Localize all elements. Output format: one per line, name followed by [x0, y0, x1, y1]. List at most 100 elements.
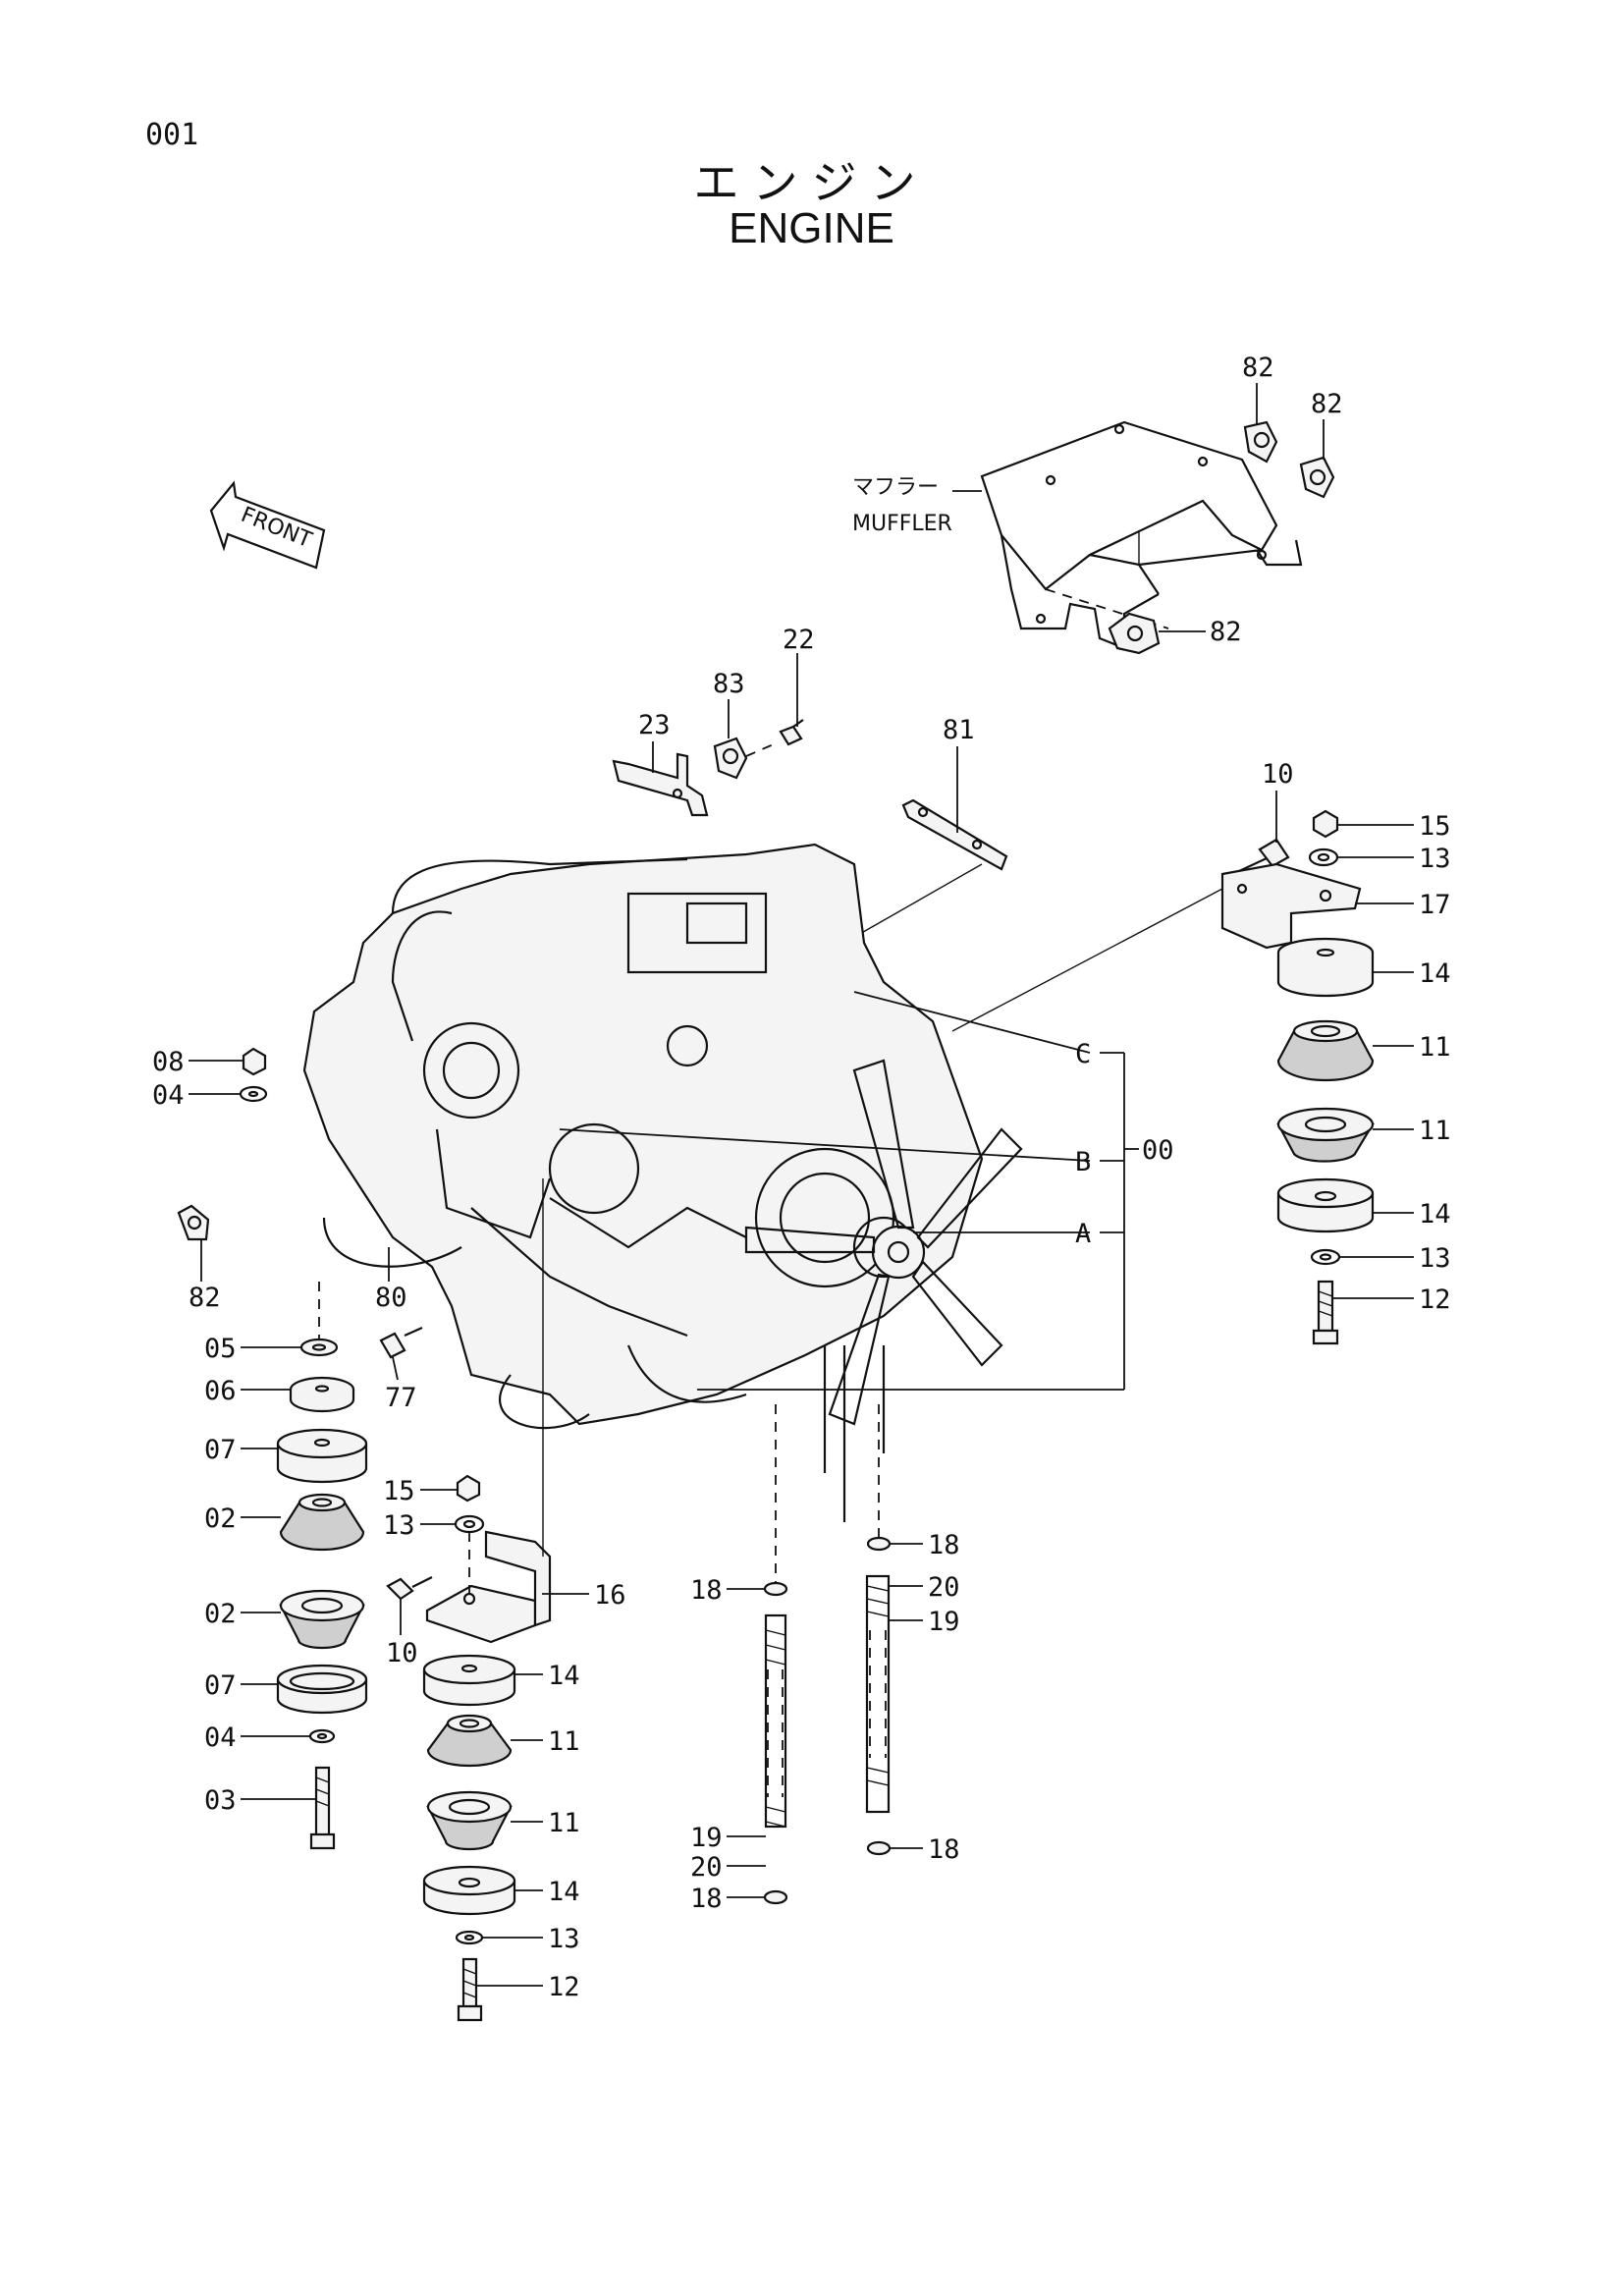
- clamp-83: 83: [713, 669, 777, 780]
- callout-20-b: 20: [690, 1852, 723, 1883]
- muffler-label-en: MUFFLER: [852, 512, 952, 536]
- callout-11-d: 11: [548, 1808, 580, 1838]
- clamp-18-bottom-left: 18: [690, 1884, 788, 1914]
- callout-16: 16: [594, 1580, 626, 1611]
- page-number: 001: [145, 118, 199, 152]
- callout-13-b: 13: [1419, 1243, 1451, 1274]
- bracket-81: 81: [843, 715, 1008, 944]
- washer-13-right: 13: [1308, 844, 1451, 874]
- bolt-22: 22: [779, 625, 815, 746]
- bolt-10-center: 10: [386, 1576, 433, 1668]
- bolt-03: 03: [204, 1766, 336, 1850]
- rubber-11-right-lower: 11: [1276, 1107, 1451, 1163]
- callout-06: 06: [204, 1376, 237, 1406]
- group-ref-b: B: [1075, 1147, 1091, 1177]
- callout-77: 77: [385, 1383, 417, 1413]
- bolt-10-right: 10: [1236, 759, 1294, 873]
- rubber-11-center-lower: 11: [426, 1790, 580, 1851]
- callout-81: 81: [943, 715, 975, 745]
- muffler-label-jp: マフラー: [852, 475, 939, 500]
- washer-13-right-lower: 13: [1310, 1243, 1451, 1274]
- callout-80: 80: [375, 1283, 407, 1313]
- callout-19-b: 19: [690, 1823, 723, 1853]
- engine-assembly: [302, 843, 984, 1522]
- title-english: ENGINE: [729, 204, 894, 252]
- callout-15-a: 15: [1419, 811, 1451, 842]
- callout-19-a: 19: [928, 1607, 960, 1637]
- callout-13-a: 13: [1419, 844, 1451, 874]
- sensor-77: 77: [379, 1326, 423, 1413]
- plate-14-right-lower: 14: [1276, 1177, 1451, 1233]
- nut-08: 08: [152, 1047, 267, 1077]
- rubber-11-right-upper: 11: [1276, 1019, 1451, 1082]
- washer-13-center-lower: 13: [455, 1924, 580, 1954]
- callout-15-b: 15: [383, 1476, 415, 1506]
- plate-14-center-lower: 14: [422, 1865, 580, 1916]
- washer-13-center: 13: [383, 1510, 485, 1541]
- nut-15-center: 15: [383, 1474, 481, 1506]
- muffler-bracket: マフラー MUFFLER: [852, 420, 1303, 650]
- callout-82-c: 82: [1210, 617, 1242, 647]
- clamp-82-lower: 82: [1108, 612, 1242, 655]
- callout-82-d: 82: [189, 1283, 221, 1313]
- group-ref-c: C: [1075, 1039, 1091, 1069]
- callout-18-a: 18: [928, 1530, 960, 1560]
- callout-12-b: 12: [548, 1972, 580, 2002]
- callout-83: 83: [713, 669, 745, 699]
- rubber-11-center-upper: 11: [426, 1714, 580, 1768]
- callout-04-a: 04: [152, 1080, 185, 1111]
- rubber-02-lower: 02: [204, 1589, 365, 1650]
- clamp-18-mid-right: 18: [866, 1834, 960, 1865]
- title-japanese: エンジン: [693, 156, 930, 209]
- clamp-82-left: 82: [177, 1204, 221, 1313]
- clamp-18-top-left: 18: [690, 1404, 788, 1606]
- callout-11-c: 11: [548, 1726, 580, 1757]
- callout-10-a: 10: [1262, 759, 1294, 790]
- callout-17: 17: [1419, 890, 1451, 920]
- hose-left: [764, 1613, 787, 1829]
- callout-82-b: 82: [1311, 389, 1343, 419]
- clamp-82-right: 82: [1299, 389, 1343, 499]
- front-arrow-icon: FRONT: [209, 480, 326, 570]
- callout-14-a: 14: [1419, 958, 1451, 989]
- callout-11-a: 11: [1419, 1032, 1451, 1063]
- callout-04-b: 04: [204, 1722, 237, 1753]
- callout-12-a: 12: [1419, 1285, 1451, 1315]
- callout-07-b: 07: [204, 1670, 237, 1701]
- callout-13-c: 13: [383, 1510, 415, 1541]
- callout-11-b: 11: [1419, 1116, 1451, 1146]
- callout-05: 05: [204, 1334, 237, 1364]
- plate-14-right-upper: 14: [1276, 937, 1451, 998]
- group-ref-lines: C B A 00: [559, 888, 1223, 1391]
- hose-19-lower: 19: [690, 1823, 766, 1853]
- clamp-82-upper: 82: [1242, 353, 1278, 464]
- washer-05: 05: [204, 1282, 339, 1364]
- plate-07-lower: 07: [204, 1664, 368, 1715]
- callout-13-d: 13: [548, 1924, 580, 1954]
- fan-blades: [744, 1059, 1023, 1426]
- bolt-12-right: 12: [1312, 1280, 1451, 1345]
- callout-02-b: 02: [204, 1599, 237, 1629]
- washer-04-lower: 04: [204, 1722, 336, 1753]
- group-ref-a: A: [1075, 1219, 1091, 1249]
- plate-07-upper: 07: [204, 1428, 368, 1484]
- fitting-20-upper: 20: [889, 1572, 960, 1603]
- callout-08: 08: [152, 1047, 185, 1077]
- rubber-02-upper: 02: [204, 1493, 365, 1552]
- hose-right: [865, 1574, 891, 1814]
- callout-22: 22: [783, 625, 815, 655]
- washer-04-upper: 04: [152, 1080, 268, 1111]
- bracket-16: 16: [425, 1178, 626, 1644]
- callout-07-a: 07: [204, 1435, 237, 1465]
- bracket-23: 23: [612, 710, 709, 817]
- bracket-17: 17: [1220, 862, 1451, 950]
- assembly-ref-00: 00: [1142, 1135, 1174, 1166]
- plate-06: 06: [204, 1376, 355, 1413]
- callout-02-a: 02: [204, 1503, 237, 1534]
- sensor-80: 80: [375, 1247, 407, 1313]
- callout-03: 03: [204, 1785, 237, 1816]
- front-arrow-label: FRONT: [238, 503, 316, 554]
- callout-18-b: 18: [690, 1575, 723, 1606]
- callout-14-b: 14: [1419, 1199, 1451, 1230]
